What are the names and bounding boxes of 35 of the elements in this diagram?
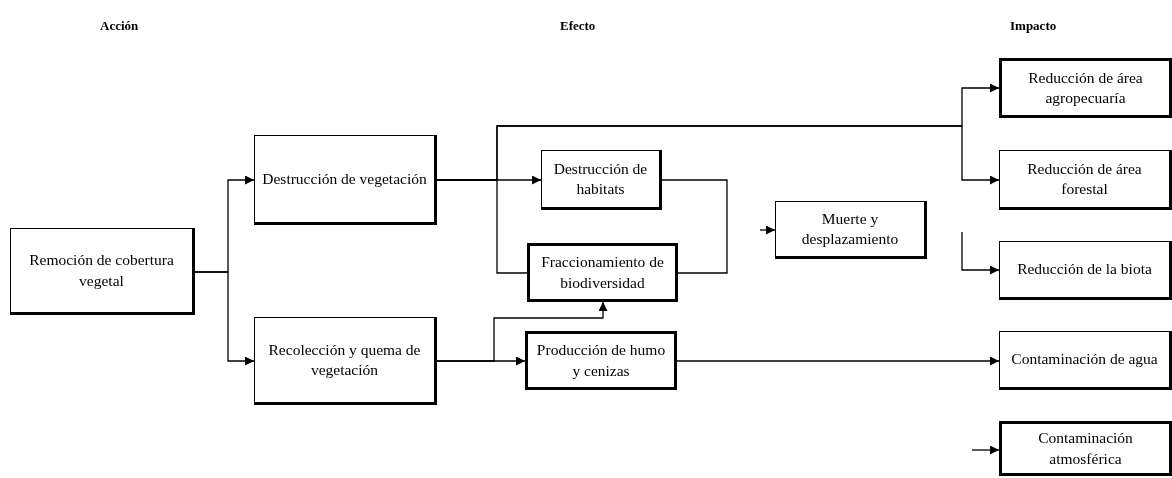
box-label: Contaminación de agua [1011, 349, 1158, 370]
connector-line [436, 179, 528, 274]
process-box [541, 150, 662, 210]
arrow [676, 356, 1000, 366]
process-box [775, 201, 927, 259]
process-box [999, 331, 1172, 390]
arrow [194, 271, 255, 366]
column-heading: Acción [100, 18, 139, 34]
process-box [254, 135, 437, 225]
box-label: Destrucción de vegetación [262, 168, 427, 189]
box-label: Fraccionamiento de biodiversidad [540, 252, 665, 293]
box-label: Remoción de cobertura vegetal [28, 250, 175, 291]
box-label: Recolección y quema de vegetación [267, 339, 422, 380]
box-label: Contaminación atmosférica [1037, 428, 1134, 469]
process-box [999, 421, 1172, 476]
process-box [527, 243, 678, 302]
arrow [971, 445, 1000, 455]
box-label: Destrucción de habitats [552, 158, 649, 199]
process-box [525, 331, 677, 390]
process-box [254, 317, 437, 405]
arrow [436, 301, 608, 362]
column-heading: Efecto [560, 18, 596, 34]
box-label: Muerte y desplazamiento [800, 208, 900, 249]
connector-line [661, 179, 728, 274]
process-box [999, 58, 1172, 118]
process-box [10, 228, 195, 315]
arrow [961, 231, 1000, 275]
arrow [759, 225, 776, 235]
process-box [999, 241, 1172, 300]
box-label: Producción de humo y cenizas [535, 340, 667, 381]
process-box [999, 150, 1172, 210]
box-label: Reducción de la biota [1017, 259, 1152, 280]
box-label: Reducción de área agropecuaría [1027, 67, 1144, 108]
column-heading: Impacto [1010, 18, 1057, 34]
box-label: Reducción de área forestal [1026, 158, 1143, 199]
